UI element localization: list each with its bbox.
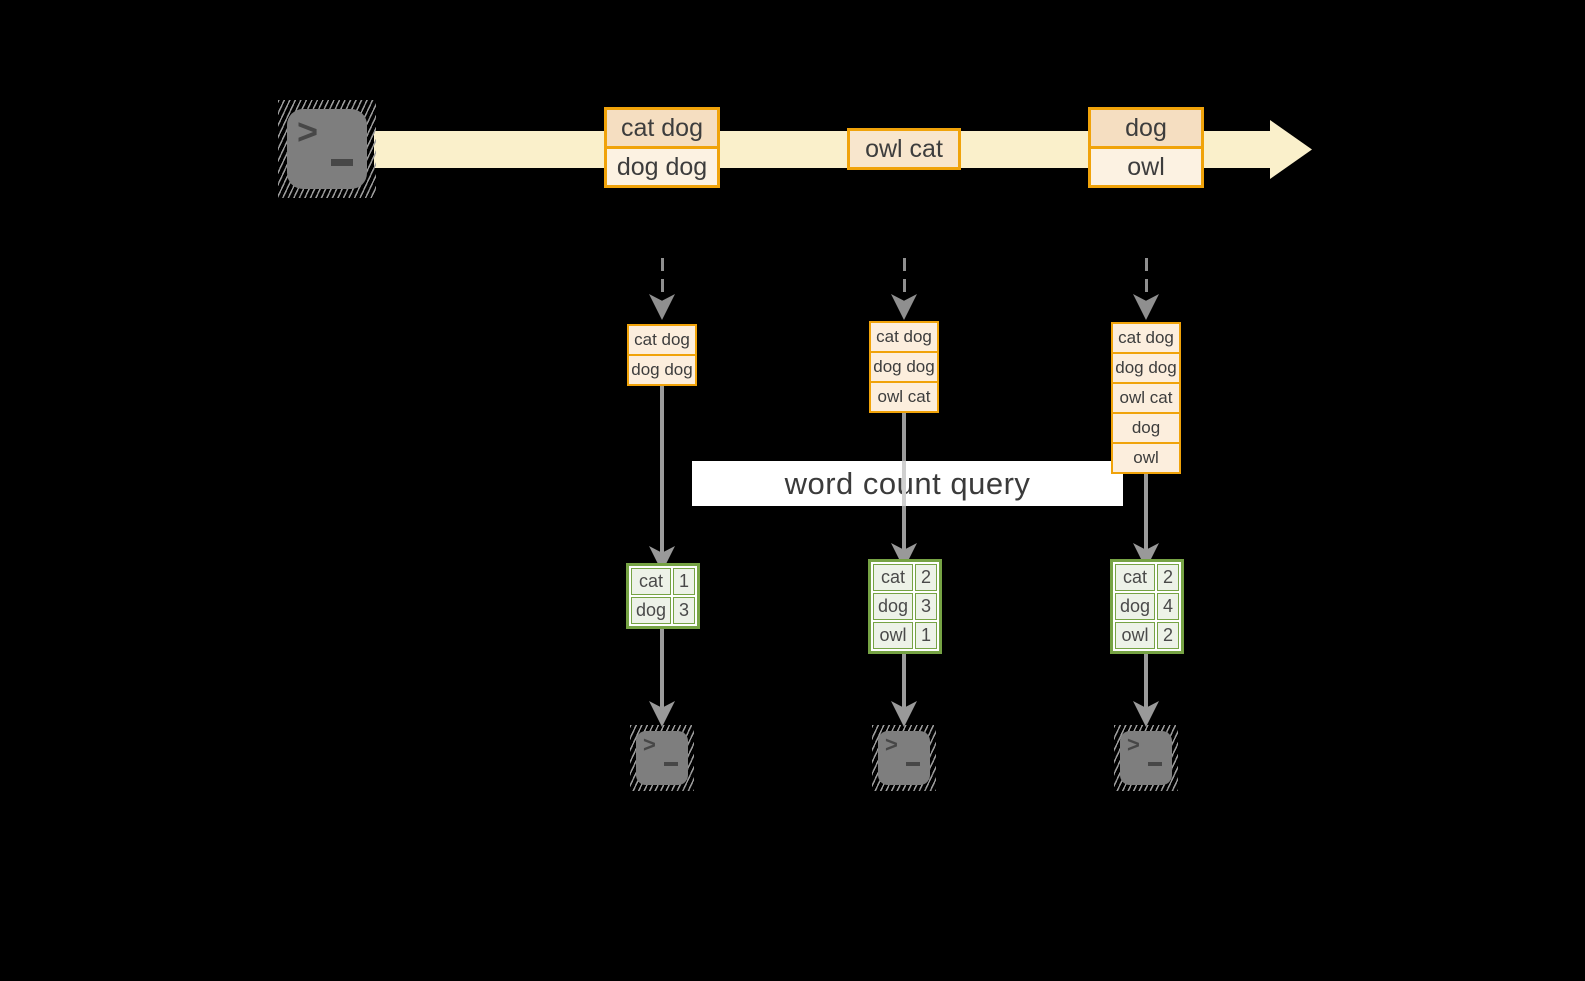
batch-record: cat dog [1111, 322, 1181, 354]
terminal-cursor [331, 159, 353, 166]
batch-record: dog dog [869, 351, 939, 383]
count-cell: 3 [915, 593, 937, 620]
terminal-prompt-glyph: > [885, 732, 898, 757]
terminal-source-icon: > [278, 100, 376, 198]
batch-record: owl cat [1111, 382, 1181, 414]
connector-line [902, 654, 906, 709]
word-cell: owl [873, 622, 913, 649]
query-label: word count query [692, 461, 1123, 506]
connector-line [1144, 472, 1148, 563]
count-cell: 1 [915, 622, 937, 649]
terminal-screen: > [878, 731, 930, 785]
batch-record: owl cat [869, 381, 939, 413]
count-cell: 3 [673, 597, 695, 624]
word-cell: dog [873, 593, 913, 620]
wordcount-table-2: cat 2 dog 3 owl 1 [868, 559, 942, 654]
connector-line [902, 461, 906, 506]
count-cell: 2 [915, 564, 937, 591]
count-cell: 2 [1157, 564, 1179, 591]
wordcount-table-1: cat 1 dog 3 [626, 563, 700, 629]
dashed-arrow [903, 258, 906, 296]
event-record: dog [1091, 110, 1201, 146]
terminal-sink-icon: > [630, 725, 694, 791]
micro-batch-1: cat dog dog dog [627, 324, 697, 386]
batch-record: dog [1111, 412, 1181, 444]
count-cell: 1 [673, 568, 695, 595]
batch-record: cat dog [869, 321, 939, 353]
terminal-prompt-glyph: > [643, 732, 656, 757]
terminal-cursor [1148, 762, 1162, 766]
arrowhead-icon [891, 294, 917, 320]
terminal-screen: > [1120, 731, 1172, 785]
word-cell: dog [631, 597, 671, 624]
batch-record: cat dog [627, 324, 697, 356]
wordcount-table-3: cat 2 dog 4 owl 2 [1110, 559, 1184, 654]
count-cell: 4 [1157, 593, 1179, 620]
event-box-1: cat dog dog dog [604, 107, 720, 188]
terminal-cursor [906, 762, 920, 766]
dashed-arrow [661, 258, 664, 296]
arrowhead-icon [649, 294, 675, 320]
word-cell: dog [1115, 593, 1155, 620]
terminal-sink-icon: > [872, 725, 936, 791]
event-record: owl cat [850, 131, 958, 167]
micro-batch-2: cat dog dog dog owl cat [869, 321, 939, 413]
batch-record: dog dog [1111, 352, 1181, 384]
word-cell: owl [1115, 622, 1155, 649]
word-cell: cat [1115, 564, 1155, 591]
count-cell: 2 [1157, 622, 1179, 649]
terminal-prompt-glyph: > [1127, 732, 1140, 757]
event-record: owl [1091, 146, 1201, 185]
event-record: cat dog [607, 110, 717, 146]
word-cell: cat [873, 564, 913, 591]
event-box-2: owl cat [847, 128, 961, 170]
word-cell: cat [631, 568, 671, 595]
terminal-screen: > [636, 731, 688, 785]
terminal-prompt-glyph: > [297, 111, 319, 152]
event-box-3: dog owl [1088, 107, 1204, 188]
batch-record: owl [1111, 442, 1181, 474]
arrowhead-icon [1133, 294, 1159, 320]
dashed-arrow [1145, 258, 1148, 296]
batch-record: dog dog [627, 354, 697, 386]
terminal-cursor [664, 762, 678, 766]
stream-timeline-arrowhead-icon [1270, 120, 1312, 179]
event-record: dog dog [607, 146, 717, 185]
connector-line [660, 386, 664, 562]
micro-batch-3: cat dog dog dog owl cat dog owl [1111, 322, 1181, 474]
connector-line [1144, 654, 1148, 709]
terminal-sink-icon: > [1114, 725, 1178, 791]
terminal-screen: > [287, 109, 367, 189]
connector-line [660, 629, 664, 709]
